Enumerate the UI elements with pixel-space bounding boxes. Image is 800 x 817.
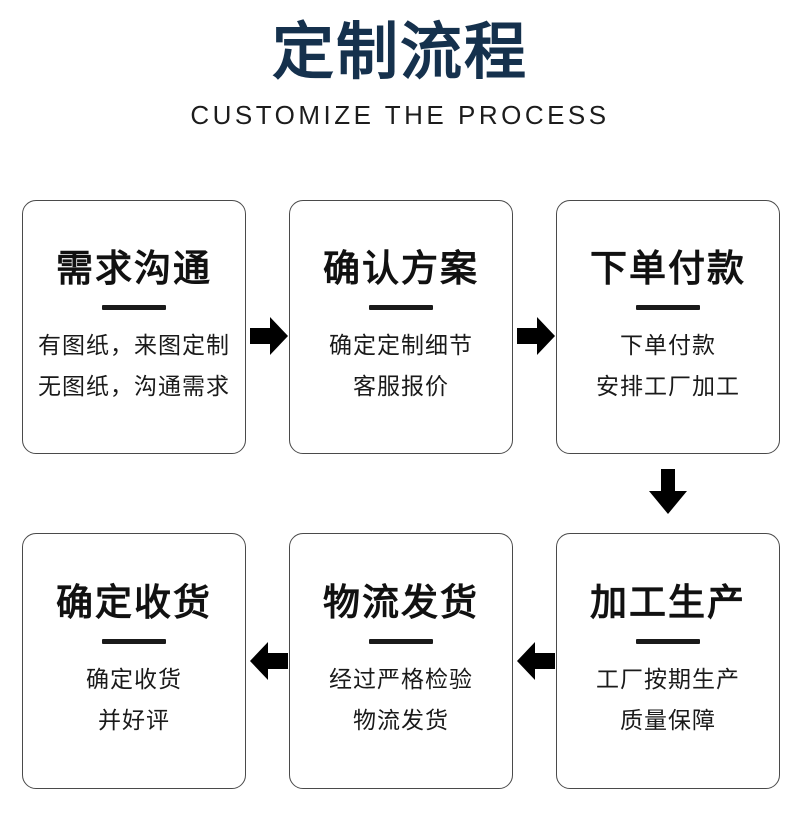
step-card-5[interactable]: 物流发货 经过严格检验 物流发货: [289, 533, 513, 789]
step-divider-1: [102, 304, 166, 310]
step-card-4[interactable]: 加工生产 工厂按期生产 质量保障: [556, 533, 780, 789]
step-card-3[interactable]: 下单付款 下单付款 安排工厂加工: [556, 200, 780, 454]
arrow-down-icon: [648, 469, 688, 515]
step-line-6-1: 确定收货: [86, 666, 182, 693]
page-header: 定制流程 CUSTOMIZE THE PROCESS: [0, 0, 800, 131]
step-card-2[interactable]: 确认方案 确定定制细节 客服报价: [289, 200, 513, 454]
page-subtitle: CUSTOMIZE THE PROCESS: [190, 100, 610, 130]
step-card-6[interactable]: 确定收货 确定收货 并好评: [22, 533, 246, 789]
step-title-3: 下单付款: [590, 246, 746, 290]
step-title-6: 确定收货: [56, 580, 212, 624]
step-line-6-2: 并好评: [98, 707, 170, 734]
step-divider-5: [369, 638, 433, 644]
arrow-left-icon: [517, 641, 555, 681]
step-line-3-2: 安排工厂加工: [596, 373, 740, 400]
arrow-right-icon: [250, 316, 288, 356]
step-title-4: 加工生产: [590, 580, 746, 624]
step-line-1-1: 有图纸，来图定制: [38, 332, 230, 359]
page-title: 定制流程: [271, 15, 528, 88]
step-line-5-1: 经过严格检验: [329, 666, 473, 693]
step-lines-4: 工厂按期生产 质量保障: [596, 660, 740, 742]
step-title-1: 需求沟通: [56, 246, 212, 290]
arrow-right-icon: [517, 316, 555, 356]
step-lines-5: 经过严格检验 物流发货: [329, 660, 473, 742]
step-line-4-2: 质量保障: [620, 707, 716, 734]
step-divider-4: [636, 638, 700, 644]
step-divider-3: [636, 304, 700, 310]
step-line-2-1: 确定定制细节: [329, 332, 473, 359]
step-lines-1: 有图纸，来图定制 无图纸，沟通需求: [38, 326, 230, 408]
arrow-left-icon: [250, 641, 288, 681]
step-title-5: 物流发货: [323, 580, 479, 624]
step-title-2: 确认方案: [323, 246, 479, 290]
step-line-3-1: 下单付款: [620, 332, 716, 359]
step-line-1-2: 无图纸，沟通需求: [38, 373, 230, 400]
step-line-5-2: 物流发货: [353, 707, 449, 734]
step-lines-2: 确定定制细节 客服报价: [329, 326, 473, 408]
step-card-1[interactable]: 需求沟通 有图纸，来图定制 无图纸，沟通需求: [22, 200, 246, 454]
step-lines-6: 确定收货 并好评: [86, 660, 182, 742]
step-divider-6: [102, 638, 166, 644]
step-line-2-2: 客服报价: [353, 373, 449, 400]
step-divider-2: [369, 304, 433, 310]
step-line-4-1: 工厂按期生产: [596, 666, 740, 693]
step-lines-3: 下单付款 安排工厂加工: [596, 326, 740, 408]
